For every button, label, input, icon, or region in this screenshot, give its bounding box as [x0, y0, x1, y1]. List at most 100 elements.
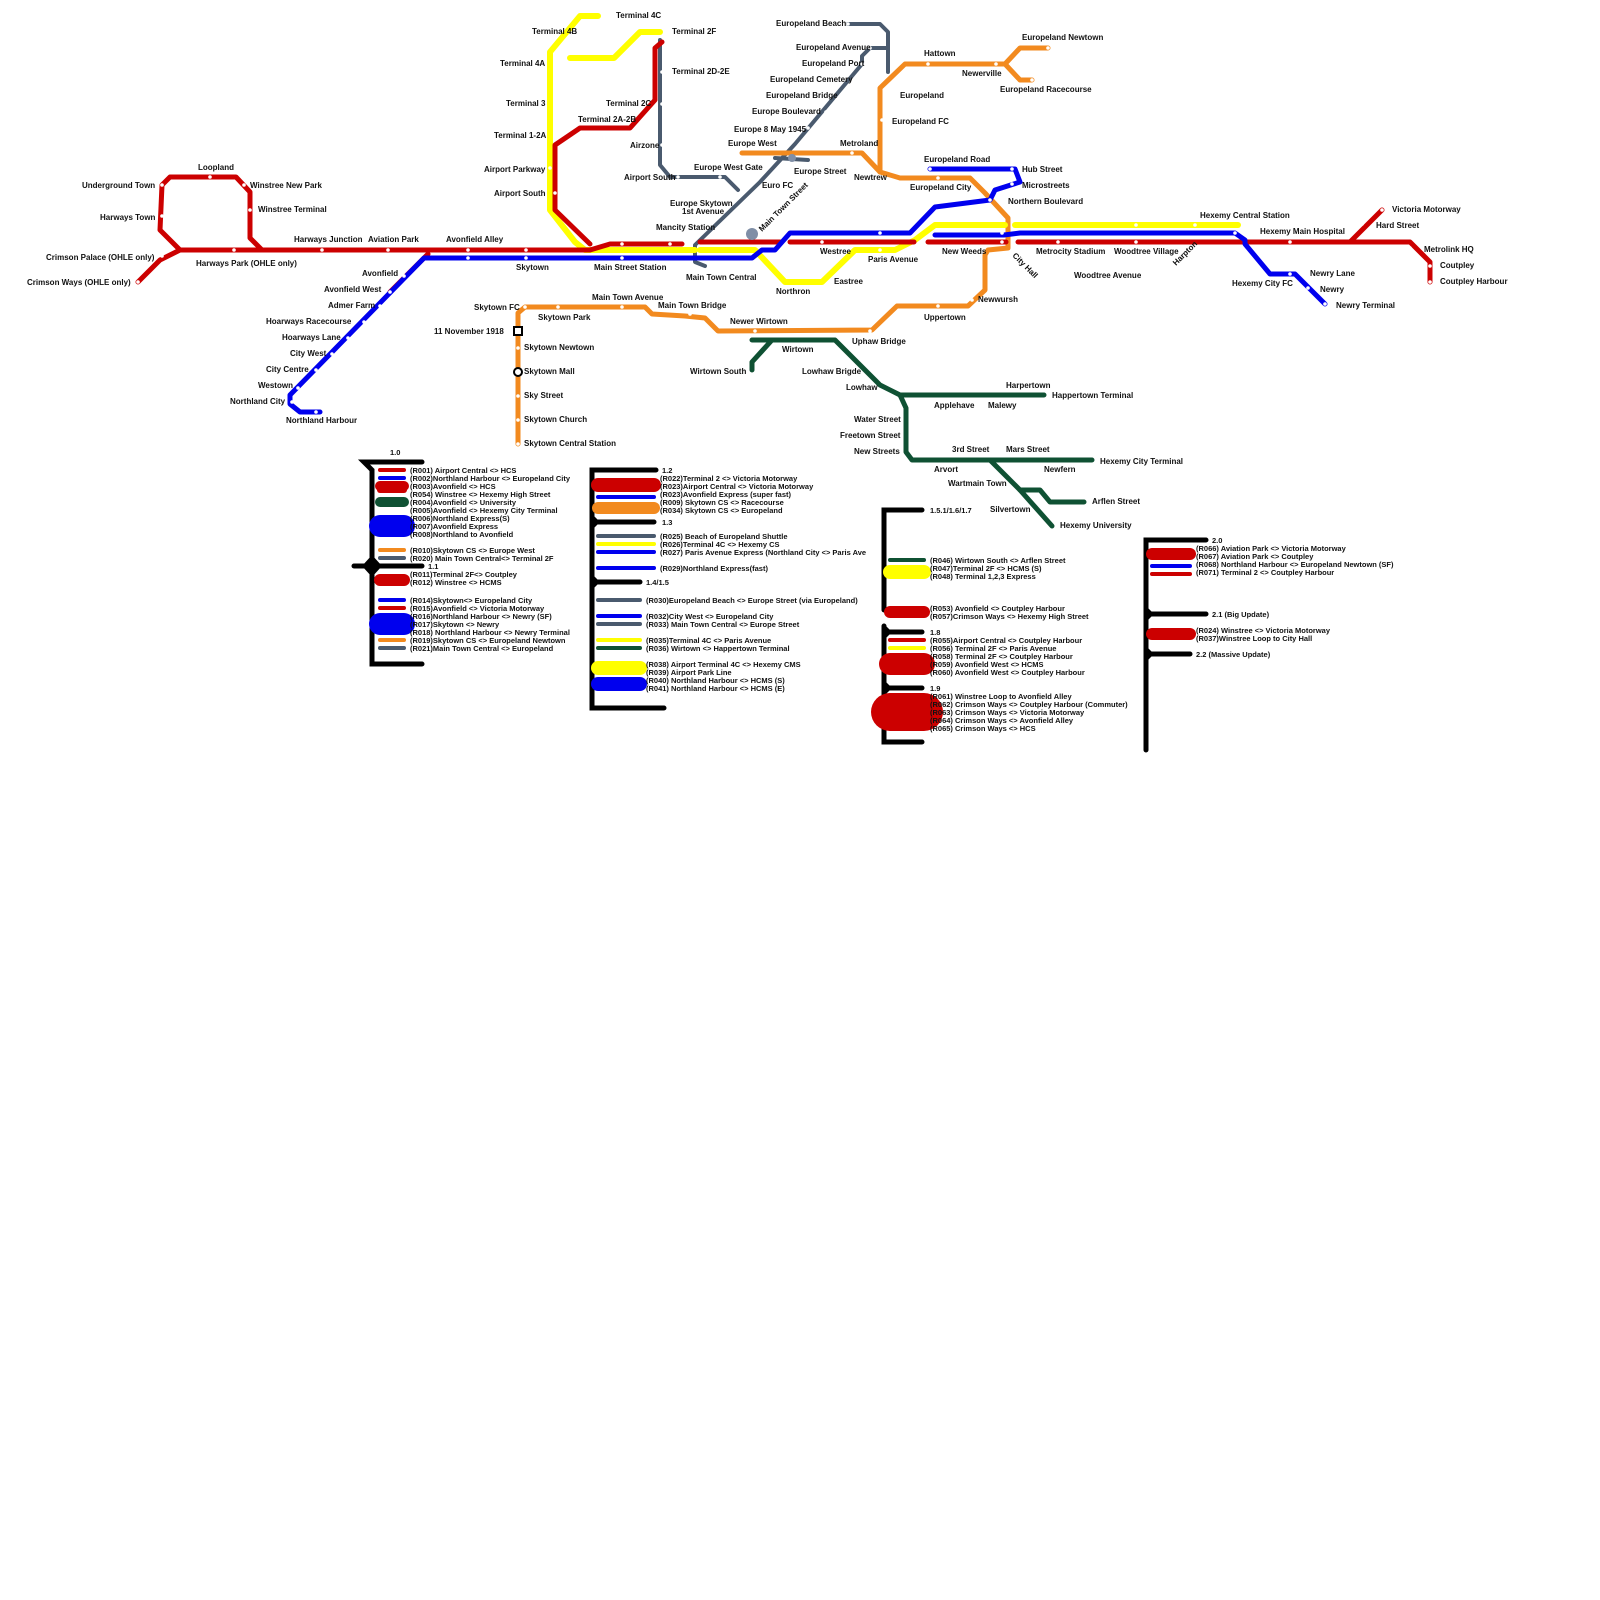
- legend-version: 1.5.1/1.6/1.7: [930, 506, 972, 515]
- legend-entry: (R009) Skytown CS <> Racecourse: [660, 498, 784, 507]
- station-label: Airport South: [494, 189, 546, 198]
- legend-entry: (R017)Skytown <> Newry: [410, 620, 500, 629]
- station-label: Terminal 4B: [532, 27, 577, 36]
- station-label: Hexemy City Terminal: [1100, 457, 1183, 466]
- station-label: Northland City: [230, 397, 286, 406]
- station-label: Terminal 2C: [606, 99, 651, 108]
- station-label: Skytown: [516, 263, 549, 272]
- station-label: Crimson Ways (OHLE only): [27, 278, 131, 287]
- legend-entry: (R006)Northland Express(S): [410, 514, 510, 523]
- station-label: City Centre: [266, 365, 309, 374]
- legend-entry: (R004)Avonfield <> University: [410, 498, 517, 507]
- station-label: Harways Town: [100, 213, 156, 222]
- station-label: Winstree Terminal: [258, 205, 327, 214]
- station-label: Harways Junction: [294, 235, 363, 244]
- station-label: Airport Parkway: [484, 165, 546, 174]
- station-label: Loopland: [198, 163, 234, 172]
- legend-entry: (R056) Terminal 2F <> Paris Avenue: [930, 644, 1056, 653]
- legend-entry: (R038) Airport Terminal 4C <> Hexemy CMS: [646, 660, 801, 669]
- station-label: Admer Farm: [328, 301, 375, 310]
- station-label: Europeland: [900, 91, 944, 100]
- station-label: Northron: [776, 287, 810, 296]
- station-label: Woodtree Avenue: [1074, 271, 1142, 280]
- legend-entry: (R067) Aviation Park <> Coutpley: [1196, 552, 1314, 561]
- legend-version: 1.2: [662, 466, 672, 475]
- station-label: Microstreets: [1022, 181, 1070, 190]
- legend-entry: (R039) Airport Park Line: [646, 668, 732, 677]
- station-label: Terminal 1-2A: [494, 131, 547, 140]
- station-label: Lowhaw: [846, 383, 878, 392]
- main-town-street-marker: [746, 228, 758, 240]
- station-label: Hoarways Racecourse: [266, 317, 352, 326]
- station-label: Europeland Beach: [776, 19, 846, 28]
- legend-entry: (R025) Beach of Europeland Shuttle: [660, 532, 788, 541]
- station-label: Europe 8 May 1945: [734, 125, 807, 134]
- red-line-terminal: [552, 39, 665, 247]
- station-label: Skytown FC: [474, 303, 520, 312]
- station-label: Woodtree Village: [1114, 247, 1179, 256]
- legend-entry: (R022)Terminal 2 <> Victoria Motorway: [660, 474, 798, 483]
- station-label: Mancity Station: [656, 223, 715, 232]
- legend-entry: (R019)Skytown CS <> Europeland Newtown: [410, 636, 566, 645]
- green-line-main: [749, 337, 1047, 398]
- station-label: Airport South: [624, 173, 676, 182]
- legend-entry: (R068) Northland Harbour <> Europeland N…: [1196, 560, 1394, 569]
- station-label: Newry Lane: [1310, 269, 1355, 278]
- station-label: Happertown Terminal: [1052, 391, 1133, 400]
- station-label: Eastree: [834, 277, 863, 286]
- legend-entry: (R020) Main Town Central<> Terminal 2F: [410, 554, 554, 563]
- station-label: Hattown: [924, 49, 956, 58]
- legend-entry: (R041) Northland Harbour <> HCMS (E): [646, 684, 785, 693]
- legend-entry: (R060) Avonfield West <> Coutpley Harbou…: [930, 668, 1085, 677]
- legend-entry: (R021)Main Town Central <> Europeland: [410, 644, 554, 653]
- station-label: Europeland Avenue: [796, 43, 871, 52]
- legend-version: 1.4/1.5: [646, 578, 669, 587]
- station-label: Coutpley: [1440, 261, 1475, 270]
- skytown-mall-marker: [513, 367, 523, 377]
- yellow-line-terminal-2f: [567, 29, 663, 61]
- station-label: Hexemy University: [1060, 521, 1132, 530]
- legend-entry: (R024) Winstree <> Victoria Motorway: [1196, 626, 1331, 635]
- station-label: Avonfield Alley: [446, 235, 504, 244]
- legend-entry: (R015)Avonfield <> Victoria Motorway: [410, 604, 545, 613]
- grey-line-airzone: [658, 38, 740, 192]
- station-label: Terminal 2A-2B: [578, 115, 636, 124]
- station-label: Westown: [258, 381, 293, 390]
- legend-entry: (R002)Northland Harbour <> Europeland Ci…: [410, 474, 571, 483]
- legend-entry: (R054) Winstree <> Hexemy High Street: [410, 490, 551, 499]
- station-label: Terminal 4A: [500, 59, 545, 68]
- station-label: Northland Harbour: [286, 416, 357, 425]
- blue-line-east: [697, 166, 1023, 261]
- station-label: Hexemy Central Station: [1200, 211, 1290, 220]
- red-line-loop: [157, 174, 265, 253]
- legend-entry: (R061) Winstree Loop to Avonfield Alley: [930, 692, 1072, 701]
- station-label: Europeland Newtown: [1022, 33, 1103, 42]
- legend-entry: (R063) Crimson Ways <> Victoria Motorway: [930, 708, 1085, 717]
- station-label: Europe Street: [794, 167, 847, 176]
- station-label: Wartmain Town: [948, 479, 1007, 488]
- station-label: 11 November 1918: [434, 327, 504, 336]
- legend-entry: (R053) Avonfield <> Coutpley Harbour: [930, 604, 1065, 613]
- station-label: Paris Avenue: [868, 255, 919, 264]
- legend-entry: (R066) Aviation Park <> Victoria Motorwa…: [1196, 544, 1347, 553]
- station-label: Hexemy Main Hospital: [1260, 227, 1345, 236]
- station-label: Mars Street: [1006, 445, 1050, 454]
- legend-entry: (R023)Airport Central <> Victoria Motorw…: [660, 482, 814, 491]
- station-label: New Weeds: [942, 247, 987, 256]
- green-line-university: [1017, 487, 1055, 529]
- station-label: Europeland Bridge: [766, 91, 838, 100]
- legend-entry: (R012) Winstree <> HCMS: [410, 578, 502, 587]
- legend-entry: (R033) Main Town Central <> Europe Stree…: [646, 620, 800, 629]
- station-label: Europe Boulevard: [752, 107, 821, 116]
- legend-entry: (R037)Winstree Loop to City Hall: [1196, 634, 1312, 643]
- station-label: Skytown Mall: [524, 367, 575, 376]
- station-label: Arflen Street: [1092, 497, 1140, 506]
- station-label: Europe Skytown: [670, 199, 733, 208]
- legend-entry: (R005)Avonfield <> Hexemy City Terminal: [410, 506, 558, 515]
- legend-entry: (R032)City West <> Europeland City: [646, 612, 774, 621]
- legend-version: 1.9: [930, 684, 940, 693]
- station-label: Europeland FC: [892, 117, 949, 126]
- station-label: Northern Boulevard: [1008, 197, 1083, 206]
- green-line-arflen: [987, 457, 1087, 505]
- legend-entry: (R034) Skytown CS <> Europeland: [660, 506, 783, 515]
